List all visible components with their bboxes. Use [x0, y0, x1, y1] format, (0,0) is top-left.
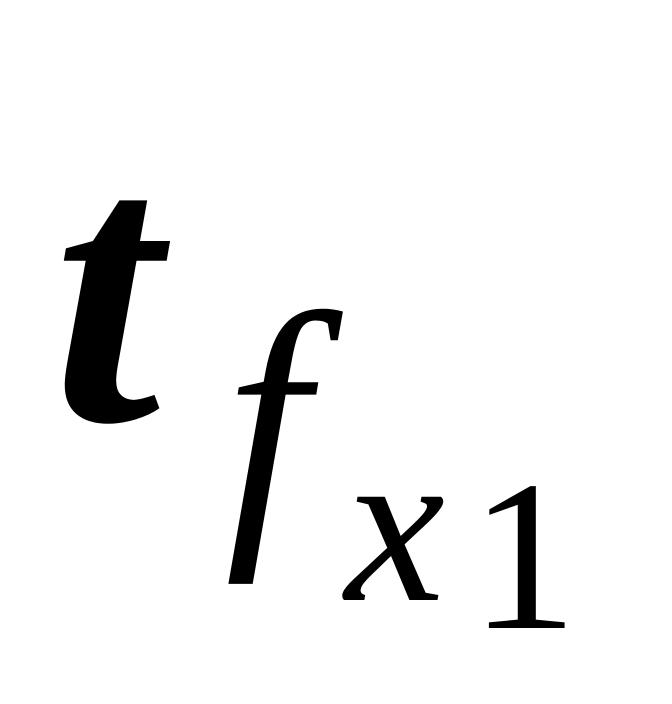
- formula-subsubscript-x: x: [342, 399, 445, 649]
- formula-base-t: t: [52, 73, 174, 505]
- formula-subsubscript-1: 1: [470, 436, 578, 675]
- formula-subscript-f: f: [225, 253, 347, 586]
